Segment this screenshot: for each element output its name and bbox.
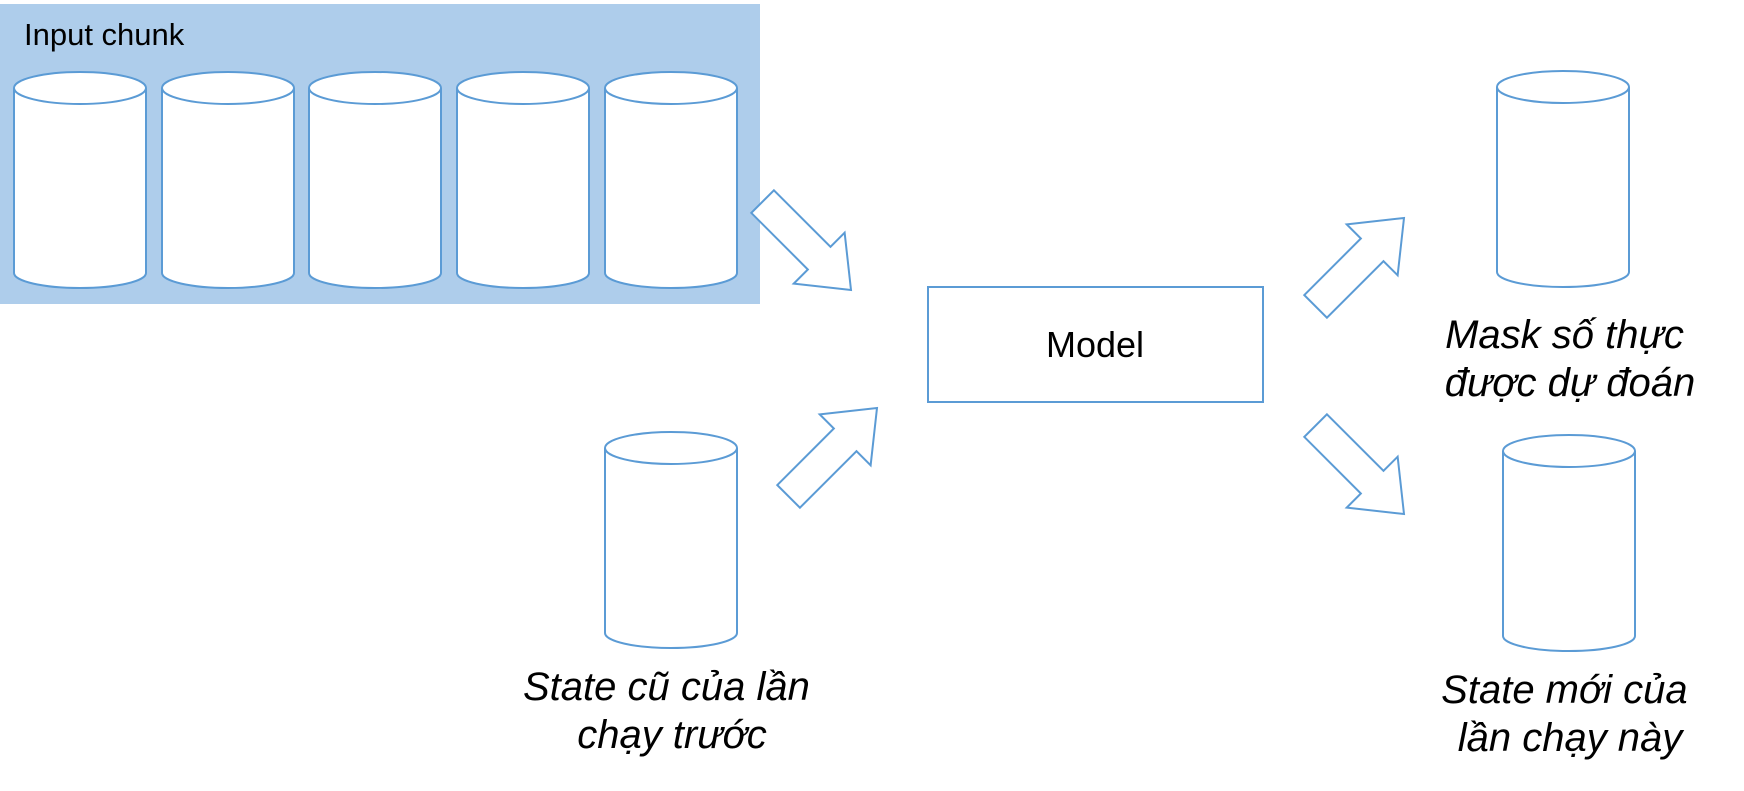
predicted-mask-label: Mask số thực được dự đoán <box>1445 313 1696 405</box>
arrow-model-to-new-state <box>1302 412 1406 516</box>
arrow-input-to-model <box>749 188 853 292</box>
previous-state-label-line-1: State cũ của lần <box>523 665 810 709</box>
predicted-mask-label-line-1: Mask số thực <box>1445 313 1684 357</box>
input-cylinder-3 <box>308 71 442 289</box>
previous-state-label-line-2: chạy trước <box>577 713 767 757</box>
new-state-label-line-2: lần chạy này <box>1458 716 1686 760</box>
model-box: Model <box>927 286 1264 403</box>
input-cylinder-1 <box>13 71 147 289</box>
predicted-mask-label-line-2: được dự đoán <box>1445 361 1696 405</box>
new-state-label-line-1: State mới của <box>1441 668 1688 712</box>
input-chunk-label: Input chunk <box>24 17 185 52</box>
input-cylinder-4 <box>456 71 590 289</box>
input-cylinder-5 <box>604 71 738 289</box>
model-label: Model <box>1046 324 1144 365</box>
arrow-model-to-mask <box>1302 216 1406 320</box>
new-state-cylinder <box>1502 434 1636 652</box>
previous-state-label: State cũ của lần chạy trước <box>523 665 821 757</box>
new-state-label: State mới của lần chạy này <box>1441 668 1699 760</box>
previous-state-cylinder <box>604 431 738 649</box>
input-cylinder-2 <box>161 71 295 289</box>
input-chunk-group: Input chunk <box>0 4 760 304</box>
predicted-mask-cylinder <box>1496 70 1630 288</box>
arrow-state-to-model <box>775 406 879 510</box>
